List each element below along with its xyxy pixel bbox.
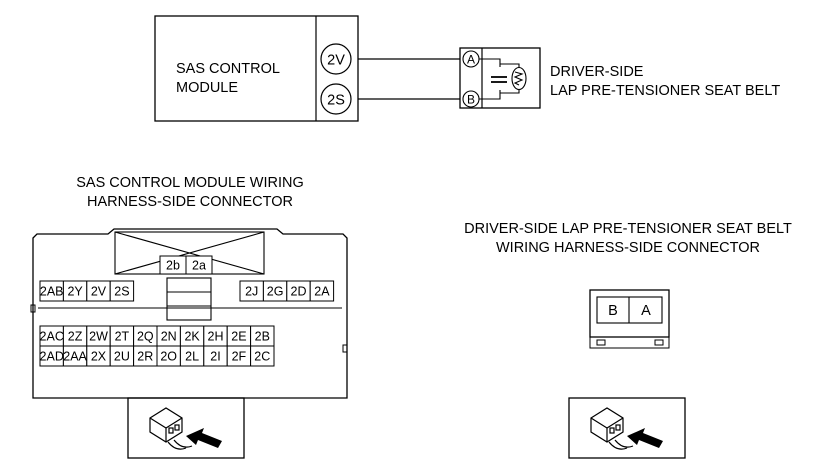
module-box (154, 15, 359, 122)
module-label-line1: SAS CONTROL (176, 61, 280, 77)
module-pin-2v: 2V (327, 53, 345, 69)
pin-label: 2D (291, 285, 307, 299)
pin-cell (109, 280, 135, 302)
pin-label: 2AC (40, 330, 64, 344)
belt-pin-a: A (467, 53, 475, 67)
belt-connector-title-line1: DRIVER-SIDE LAP PRE-TENSIONER SEAT BELT (464, 221, 792, 237)
pin-label: 2A (314, 285, 330, 299)
module-connector-title-line1: SAS CONTROL MODULE WIRING (76, 175, 304, 191)
pin-label: 2a (192, 259, 206, 273)
module-connector-outline (30, 228, 348, 399)
connector-view-icon (127, 397, 245, 459)
pin-label: 2V (91, 285, 107, 299)
pin-label: 2K (184, 330, 200, 344)
pin-cell (309, 280, 335, 302)
pin-label: 2F (232, 350, 247, 364)
belt-connector-pin-b: B (608, 303, 618, 319)
pin-label: 2R (137, 350, 153, 364)
belt-pin-b: B (467, 93, 475, 107)
pin-label: 2H (208, 330, 224, 344)
pin-circle-2v (320, 43, 352, 75)
pin-label: 2L (185, 350, 199, 364)
pin-label: 2AB (40, 285, 64, 299)
belt-connector-outline (589, 289, 670, 349)
pin-label: 2AA (63, 350, 87, 364)
pin-label: 2Y (67, 285, 83, 299)
pin-label: 2Z (68, 330, 83, 344)
pin-label: 2J (245, 285, 258, 299)
module-label-line2: MODULE (176, 80, 239, 96)
pin-label: 2S (114, 285, 129, 299)
belt-label-line2: LAP PRE-TENSIONER SEAT BELT (550, 83, 781, 99)
belt-connector-pin-a: A (641, 303, 651, 319)
pin-label: 2b (166, 259, 180, 273)
pin-label: 2Q (137, 330, 154, 344)
module-connector-title-line2: HARNESS-SIDE CONNECTOR (87, 194, 293, 210)
pin-label: 2I (210, 350, 220, 364)
pin-label: 2X (91, 350, 107, 364)
belt-connector-title-line2: WIRING HARNESS-SIDE CONNECTOR (496, 240, 760, 256)
pin-circle-2s (320, 83, 352, 115)
connector-view-icon (568, 397, 686, 459)
pin-label: 2U (114, 350, 130, 364)
pin-label: 2W (89, 330, 108, 344)
belt-box (459, 47, 541, 109)
pin-label: 2B (255, 330, 270, 344)
pin-label: 2O (160, 350, 177, 364)
module-pin-2s: 2S (327, 93, 345, 109)
pin-label: 2G (267, 285, 284, 299)
pin-cell (185, 255, 213, 275)
pin-label: 2N (161, 330, 177, 344)
pin-label: 2AD (40, 350, 64, 364)
pin-label: 2C (254, 350, 270, 364)
pretensioner-circuit-symbol (479, 58, 527, 100)
pin-label: 2T (115, 330, 130, 344)
pin-label: 2E (231, 330, 246, 344)
belt-label-line1: DRIVER-SIDE (550, 64, 644, 80)
pin-cell (250, 345, 275, 367)
